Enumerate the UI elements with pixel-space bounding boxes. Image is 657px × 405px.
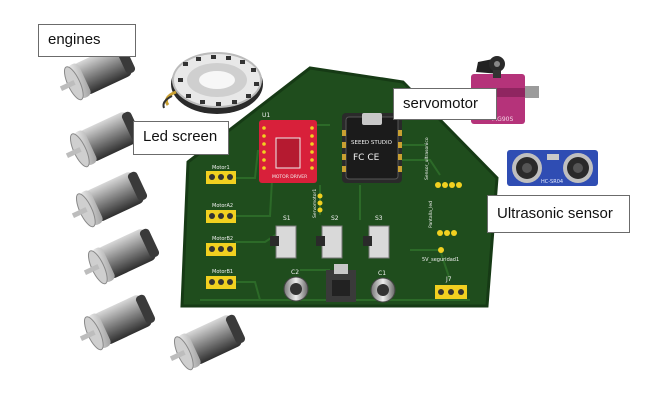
- motor-header-2-label: MotorA2: [212, 203, 233, 209]
- safety-header-label: 5V_seguridad1: [422, 257, 459, 263]
- motor-driver-board: U1 MOTOR DRIVER: [259, 112, 317, 183]
- mcu-brand: SEEED STUDIO: [351, 140, 393, 146]
- dc-motor-6: [163, 310, 249, 376]
- switch-s3: S3: [363, 215, 390, 259]
- pcb-board: U1 MOTOR DRIVER SEEED STUDIO FC CE Motor…: [180, 66, 499, 308]
- motor-header-3: MotorB2: [206, 236, 236, 256]
- driver-text: MOTOR DRIVER: [272, 174, 307, 180]
- capacitor-c1-label: C1: [378, 270, 386, 277]
- sensor-model-label: HC-SR04: [541, 179, 563, 185]
- engines-label: engines: [38, 24, 136, 57]
- motor-header-4-label: MotorB1: [212, 269, 233, 275]
- dc-motor-3: [65, 167, 151, 233]
- switch-s2: S2: [316, 215, 343, 259]
- driver-ref-label: U1: [262, 112, 270, 119]
- motor-header-2: MotorA2: [206, 203, 236, 223]
- servomotor-label: servomotor: [393, 88, 497, 120]
- ultrasonic-sensor: HC-SR04: [507, 150, 598, 186]
- servo-header-label: Servomotor1: [312, 189, 318, 218]
- led-strip-reel: [162, 52, 263, 114]
- led-header: Pantalla_led: [428, 201, 457, 236]
- dc-motor-5: [73, 290, 159, 356]
- switch-s1-label: S1: [283, 215, 291, 222]
- motor-header-4: MotorB1: [206, 269, 236, 289]
- servo-header: Servomotor1: [312, 189, 323, 218]
- ultrasonic-header: Sensor_ultrasonico: [424, 137, 462, 188]
- capacitor-c2: C2: [283, 269, 309, 302]
- capacitor-c2-label: C2: [291, 269, 299, 276]
- switch-s3-label: S3: [375, 215, 383, 222]
- led-screen-label: Led screen: [133, 121, 229, 155]
- motor-header-3-label: MotorB2: [212, 236, 233, 242]
- ultrasonic-header-label: Sensor_ultrasonico: [424, 137, 430, 180]
- microcontroller-module: SEEED STUDIO FC CE: [342, 113, 402, 183]
- voltage-regulator: [326, 264, 356, 302]
- ultrasonic-sensor-label: Ultrasonic sensor: [487, 195, 630, 233]
- dc-motor-2: [59, 107, 145, 173]
- capacitor-c1: C1: [370, 270, 396, 303]
- safety-header: 5V_seguridad1: [422, 247, 459, 263]
- motor-header-1-label: Motor1: [212, 165, 230, 171]
- mcu-marks: FC CE: [353, 153, 380, 163]
- servo-model-label: MG90S: [492, 116, 513, 123]
- switch-s1: S1: [270, 215, 297, 259]
- header-j7-label: J7: [445, 276, 452, 283]
- led-header-label: Pantalla_led: [428, 201, 434, 228]
- dc-motor-4: [77, 224, 163, 290]
- switch-s2-label: S2: [331, 215, 339, 222]
- motor-header-1: Motor1: [206, 165, 236, 184]
- header-j7: J7: [435, 276, 467, 299]
